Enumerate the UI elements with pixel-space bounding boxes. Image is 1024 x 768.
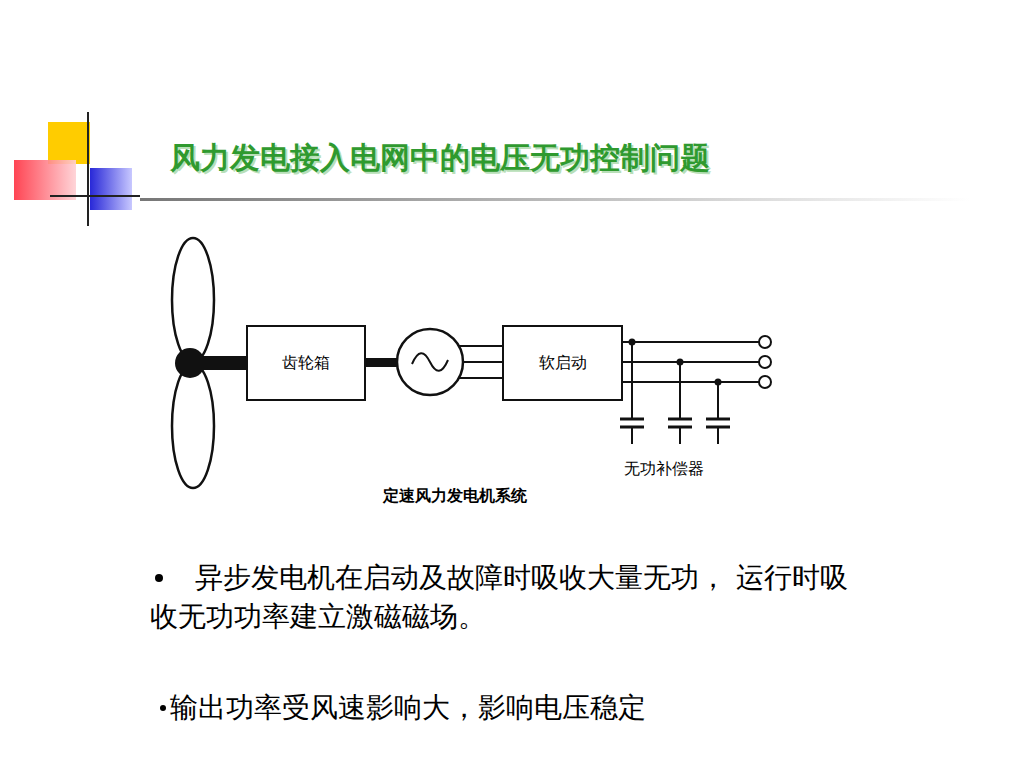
bullet-dot bbox=[155, 574, 163, 582]
turbine-blade bbox=[172, 364, 214, 488]
bullet-text: 异步发电机在启动及故障时吸收大量无功， 运行时吸收无功功率建立激磁磁场。 bbox=[150, 558, 870, 636]
deco-line bbox=[87, 112, 89, 226]
shaft bbox=[200, 356, 247, 370]
box-label: 软启动 bbox=[531, 349, 595, 378]
shaft bbox=[365, 358, 398, 367]
capacitor-symbol bbox=[620, 342, 730, 444]
slide-title: 风力发电接入电网中的电压无功控制问题 bbox=[170, 138, 710, 179]
deco-square bbox=[90, 168, 132, 210]
title-rule bbox=[140, 198, 970, 201]
deco-square bbox=[48, 122, 90, 164]
deco-line bbox=[50, 195, 140, 197]
sine-symbol bbox=[412, 353, 448, 371]
three-phase-wires bbox=[458, 346, 503, 378]
deco-square bbox=[14, 160, 76, 200]
part-label: 无功补偿器 bbox=[624, 458, 704, 480]
box-label: 齿轮箱 bbox=[274, 349, 338, 378]
turbine-blade bbox=[172, 238, 214, 362]
process-box: 齿轮箱 bbox=[246, 325, 366, 401]
bullet-dot bbox=[160, 705, 166, 711]
figure-caption: 定速风力发电机系统 bbox=[383, 486, 527, 507]
generator-symbol bbox=[397, 329, 463, 395]
output-wires bbox=[622, 336, 771, 388]
process-box: 软启动 bbox=[502, 325, 623, 401]
bullet-text: 输出功率受风速影响大，影响电压稳定 bbox=[170, 688, 890, 727]
